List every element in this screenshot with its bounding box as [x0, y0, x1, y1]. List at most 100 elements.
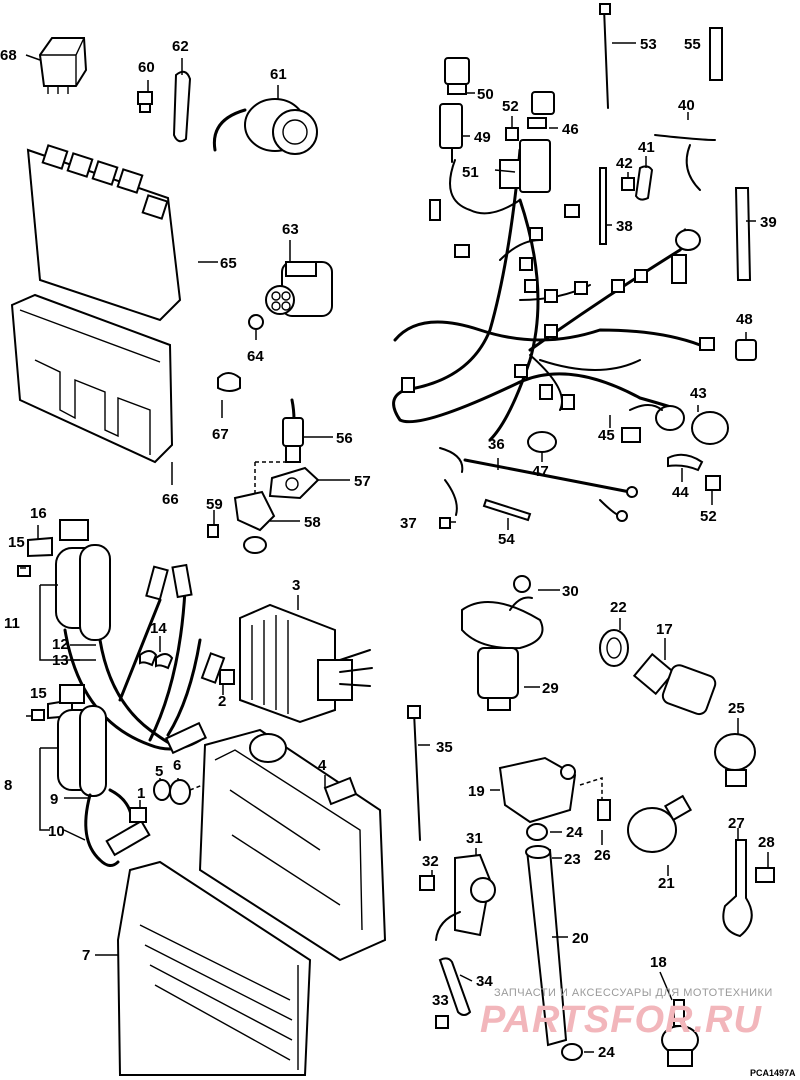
- callout-33: 33: [432, 992, 449, 1009]
- washer-22: [599, 629, 629, 667]
- callout-34: 34: [476, 973, 493, 990]
- cable-tie-35: [413, 711, 421, 841]
- spring-55: [709, 27, 723, 81]
- connector-49: [439, 103, 463, 163]
- watermark-brand: PARTSFOR.RU: [480, 999, 762, 1041]
- regulator-3: [239, 603, 373, 724]
- watermark: ЗАПЧАСТИ И АКСЕССУАРЫ ДЛЯ МОТОТЕХНИКИ PA…: [480, 987, 773, 1041]
- callout-48: 48: [736, 311, 753, 328]
- callout-68: 68: [0, 47, 17, 64]
- screw-28: [755, 867, 775, 883]
- watermark-tagline: ЗАПЧАСТИ И АКСЕССУАРЫ ДЛЯ МОТОТЕХНИКИ: [494, 987, 773, 999]
- grommet-43: [691, 411, 729, 445]
- callout-26: 26: [594, 847, 611, 864]
- bolt-52-lower: [705, 475, 721, 491]
- cable-tie-53: [603, 7, 609, 109]
- callout-55: 55: [684, 36, 701, 53]
- sensor-31: [435, 853, 496, 941]
- solenoid-63: [265, 261, 333, 317]
- callout-60: 60: [138, 59, 155, 76]
- strap-34: [438, 957, 472, 1016]
- callout-23: 23: [564, 851, 581, 868]
- callout-47: 47: [532, 463, 549, 480]
- screw-42: [621, 177, 635, 191]
- callout-14: 14: [150, 620, 167, 637]
- screw-2: [219, 669, 235, 685]
- screw-1: [129, 807, 147, 823]
- sensor-29: [461, 596, 544, 711]
- callout-39: 39: [760, 214, 777, 231]
- grommet-47: [527, 431, 557, 453]
- callout-20: 20: [572, 930, 589, 947]
- callout-37: 37: [400, 515, 417, 532]
- bracket-51: [499, 159, 521, 189]
- callout-49: 49: [474, 129, 491, 146]
- callout-28: 28: [758, 834, 775, 851]
- callout-45: 45: [598, 427, 615, 444]
- strap-62: [172, 70, 192, 143]
- clip-67: [217, 372, 241, 392]
- callout-66: 66: [162, 491, 179, 508]
- callout-67: 67: [212, 426, 229, 443]
- ignition-coil-upper: [27, 519, 202, 751]
- callout-35: 35: [436, 739, 453, 756]
- callout-51: 51: [462, 164, 479, 181]
- callout-52-lower: 52: [700, 508, 717, 525]
- screw-30: [513, 575, 531, 593]
- callout-2: 2: [218, 693, 226, 710]
- callout-64: 64: [247, 348, 264, 365]
- screw-33: [435, 1015, 449, 1029]
- callout-16: 16: [30, 505, 47, 522]
- bracket-27: [722, 839, 753, 938]
- callout-9: 9: [50, 791, 58, 808]
- callout-38: 38: [616, 218, 633, 235]
- callout-54: 54: [498, 531, 515, 548]
- strip-39: [734, 187, 752, 281]
- connector-50: [444, 57, 470, 95]
- sender-17: [632, 652, 717, 716]
- bolt-60: [137, 91, 153, 113]
- callout-11: 11: [4, 615, 20, 632]
- bolt-26: [597, 799, 611, 821]
- gasket-57: [268, 466, 320, 500]
- wiring-harness-45: [392, 148, 715, 443]
- callout-52-top: 52: [502, 98, 519, 115]
- switch-21: [627, 794, 693, 853]
- callout-46: 46: [562, 121, 579, 138]
- callout-42: 42: [616, 155, 633, 172]
- cover-7: [116, 860, 312, 1076]
- callout-18: 18: [650, 954, 667, 971]
- callout-22: 22: [610, 599, 627, 616]
- ecu-holder-66: [10, 293, 174, 464]
- wire-40: [654, 134, 716, 191]
- callout-24-upper: 24: [566, 824, 583, 841]
- callout-labels: 68 60 62 61 65 63 64 66 67 56 57 58 59 5…: [0, 36, 777, 1061]
- callout-57: 57: [354, 473, 371, 490]
- sender-18: [661, 999, 699, 1067]
- callout-13: 13: [52, 652, 69, 669]
- clamp-24-upper: [526, 823, 548, 841]
- callout-5: 5: [155, 763, 163, 780]
- sensor-25: [714, 733, 756, 787]
- bar-38: [599, 167, 607, 245]
- callout-62: 62: [172, 38, 189, 55]
- callout-8: 8: [4, 777, 12, 794]
- callout-7: 7: [82, 947, 90, 964]
- cable-36: [463, 458, 632, 494]
- screw-15-upper: [17, 565, 31, 577]
- bracket-58: [233, 490, 276, 532]
- connector-46: [519, 91, 555, 193]
- strap-41: [634, 165, 654, 201]
- callout-27: 27: [728, 815, 745, 832]
- callout-44: 44: [672, 484, 689, 501]
- callout-15-upper: 15: [8, 534, 25, 551]
- callout-1: 1: [137, 785, 145, 802]
- callout-59: 59: [206, 496, 223, 513]
- screw-59: [207, 524, 219, 538]
- ignition-coil-lower: [47, 684, 151, 867]
- callout-32: 32: [422, 853, 439, 870]
- callout-10: 10: [48, 823, 65, 840]
- cap-64: [248, 314, 264, 330]
- clamp-44: [667, 453, 704, 472]
